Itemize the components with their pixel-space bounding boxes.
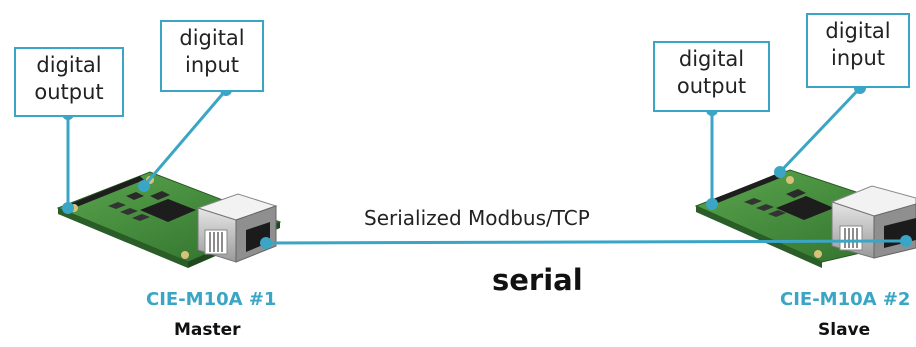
right-digital-input-label: digital input: [806, 13, 910, 88]
right-digital-output-label: digital output: [653, 41, 770, 112]
left-digital-output-label: digital output: [14, 47, 124, 117]
right-output-line2: output: [676, 74, 747, 98]
right-input-line1: digital: [825, 19, 891, 43]
left-input-callout: [138, 84, 232, 192]
left-output-line1: digital: [36, 53, 102, 77]
left-output-callout: [62, 108, 74, 214]
left-board: [56, 171, 282, 268]
right-input-callout: [774, 82, 866, 178]
left-model-label: CIE-M10A #1: [146, 289, 277, 310]
right-model-label: CIE-M10A #2: [780, 289, 911, 310]
right-output-callout: [706, 104, 718, 210]
left-input-line1: digital: [179, 26, 245, 50]
left-role-label: Master: [174, 320, 241, 340]
medium-label: serial: [492, 263, 583, 297]
protocol-label: Serialized Modbus/TCP: [364, 206, 590, 230]
serial-link-line: [260, 235, 912, 249]
left-output-line2: output: [34, 80, 104, 104]
left-input-line2: input: [184, 53, 240, 77]
left-digital-input-label: digital input: [160, 20, 264, 92]
right-role-label: Slave: [818, 320, 871, 340]
right-input-line2: input: [830, 46, 886, 70]
right-output-line1: digital: [678, 47, 745, 71]
right-board: [694, 169, 916, 268]
